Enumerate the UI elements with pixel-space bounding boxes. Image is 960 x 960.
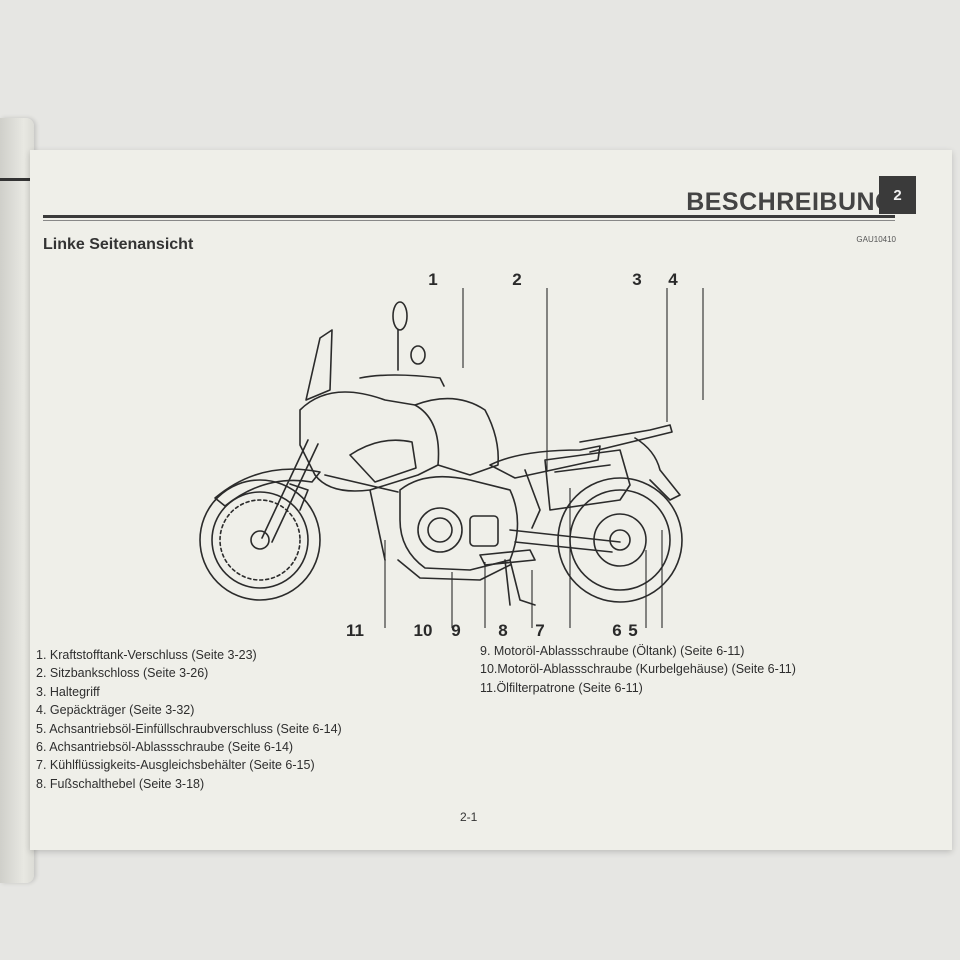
callout-3: 3 <box>632 270 642 289</box>
callout-2: 2 <box>512 270 522 289</box>
callout-1: 1 <box>428 270 438 289</box>
legend-item: 3. Haltegriff <box>36 684 100 699</box>
callout-9: 9 <box>451 621 461 640</box>
legend-right: 9. Motoröl-Ablassschraube (Öltank) (Seit… <box>480 642 796 697</box>
header-rule <box>43 215 895 218</box>
document-code: GAU10410 <box>856 235 896 244</box>
page-number: 2-1 <box>460 810 478 824</box>
legend-item: 2. Sitzbankschloss (Seite 3-26) <box>36 666 209 681</box>
callout-7: 7 <box>535 621 545 640</box>
legend-item: 9. Motoröl-Ablassschraube (Öltank) (Seit… <box>480 644 745 658</box>
callout-8: 8 <box>498 621 508 640</box>
callout-4: 4 <box>668 270 678 289</box>
front-wheel <box>199 479 321 601</box>
chapter-tab: 2 <box>879 176 916 214</box>
legend-item: 5. Achsantriebsöl-Einfüllschraubverschlu… <box>36 721 342 736</box>
legend-item: 11.Ölfilterpatrone (Seite 6-11) <box>480 680 643 695</box>
page-header-title: BESCHREIBUNG <box>686 188 895 216</box>
callout-10: 10 <box>413 621 433 640</box>
legend-item: 1. Kraftstofftank-Verschluss (Seite 3-23… <box>36 648 257 662</box>
manual-page: BESCHREIBUNG Linke Seitenansicht GAU1041… <box>30 150 952 850</box>
header-rule-thin <box>43 220 895 221</box>
left-page-rule <box>0 178 30 181</box>
legend-item: 4. Gepäckträger (Seite 3-32) <box>36 703 195 718</box>
callout-5: 5 <box>628 621 638 640</box>
section-title: Linke Seitenansicht <box>43 236 194 253</box>
callout-6: 6 <box>612 621 622 640</box>
motorcycle-diagram <box>199 288 704 628</box>
rear-wheel <box>557 477 683 603</box>
legend-item: 8. Fußschalthebel (Seite 3-18) <box>36 776 205 791</box>
legend-item: 7. Kühlflüssigkeits-Ausgleichsbehälter (… <box>36 758 315 773</box>
left-page-edge <box>0 118 34 883</box>
legend-left: 1. Kraftstofftank-Verschluss (Seite 3-23… <box>36 646 342 793</box>
legend-item: 10.Motoröl-Ablassschraube (Kurbelgehäuse… <box>480 662 796 677</box>
legend-item: 6. Achsantriebsöl-Ablassschraube (Seite … <box>36 740 294 755</box>
callout-11: 11 <box>346 621 364 640</box>
